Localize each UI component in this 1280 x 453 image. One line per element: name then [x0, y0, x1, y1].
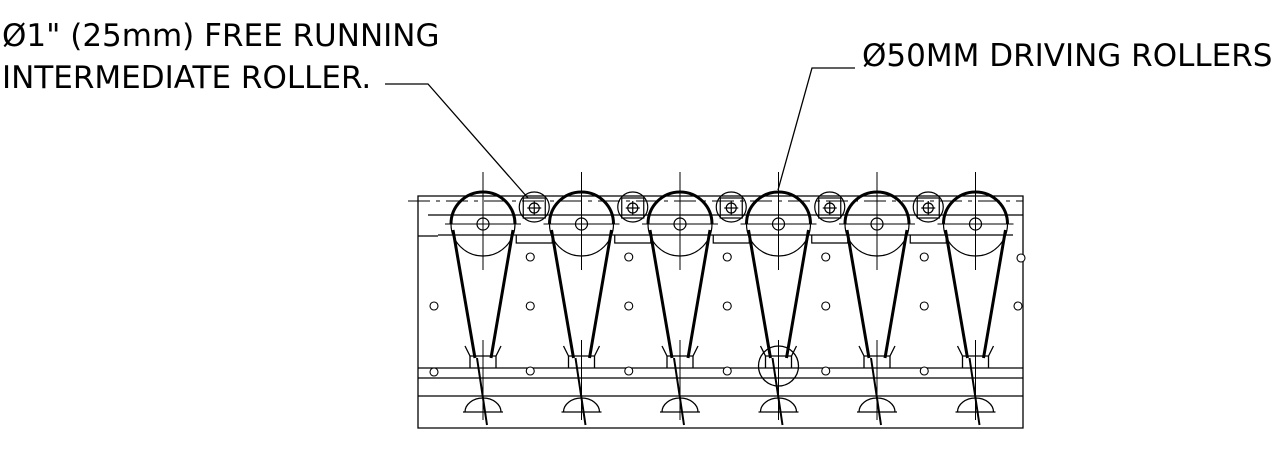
frame-hole: [821, 252, 831, 262]
bracket-slot: [811, 235, 849, 244]
bracket-slot: [614, 235, 652, 244]
frame-hole: [919, 252, 929, 262]
driving-roller-leader: [777, 67, 855, 191]
driving-rollers-callout: Ø50MM DRIVING ROLLERS: [862, 38, 1273, 74]
drive-belts: [451, 229, 1007, 426]
free-roller-leader: [385, 83, 529, 199]
leader-lines: [385, 67, 855, 199]
belt-twist: [870, 357, 882, 426]
roller-bracket: [916, 197, 940, 219]
frame-hole: [429, 367, 439, 377]
pulley-flange: [469, 356, 497, 368]
intermediate-roller: [715, 191, 747, 223]
roller-bracket: [522, 197, 546, 219]
belt-run: [944, 229, 1007, 359]
belt-twist: [476, 357, 488, 426]
frame-hole: [525, 366, 535, 376]
frame-hole: [429, 301, 439, 311]
belt-run: [845, 229, 909, 359]
pulley-flange: [666, 356, 694, 368]
frame-hole: [624, 252, 634, 262]
pulley-flange: [567, 356, 596, 368]
roller-bracket: [621, 197, 645, 219]
intermediate-roller: [912, 191, 944, 223]
belt-run: [550, 229, 613, 359]
belt-twist: [968, 357, 981, 426]
free-roller-callout-line-1: Ø1" (25mm) FREE RUNNING: [2, 18, 440, 54]
bracket-slot: [515, 235, 553, 244]
frame-hole: [821, 366, 831, 376]
frame-hole: [919, 366, 929, 376]
belt-twist: [771, 357, 784, 426]
pulley-flange: [961, 356, 990, 368]
frame-hole: [722, 366, 732, 376]
frame-hole: [722, 301, 732, 311]
frame-hole: [525, 301, 535, 311]
frame-hole: [1016, 253, 1026, 263]
intermediate-roller: [518, 191, 550, 223]
frame-hole: [821, 301, 831, 311]
belt-run: [648, 229, 712, 359]
frame-outline: [417, 195, 1024, 429]
belt-twist: [574, 357, 587, 426]
frame-hole: [722, 252, 732, 262]
frame-hole: [624, 301, 634, 311]
intermediate-roller: [617, 191, 649, 223]
intermediate-rollers: [515, 191, 947, 244]
belt-twist: [673, 357, 685, 426]
roller-bracket: [818, 197, 842, 219]
frame-hole: [624, 366, 634, 376]
pulley-flange: [764, 356, 793, 368]
conveyor-side-frame: [408, 195, 1024, 429]
belt-run: [451, 229, 515, 359]
frame-hole: [919, 301, 929, 311]
frame-holes: [429, 252, 1026, 377]
driving-rollers: [445, 172, 1014, 270]
belt-run: [747, 229, 810, 359]
lower-pulleys: [463, 340, 996, 420]
intermediate-roller: [814, 191, 846, 223]
pulley-flange: [863, 356, 891, 368]
roller-bracket: [719, 197, 743, 219]
bracket-slot: [909, 235, 947, 244]
featured-pulley: [757, 345, 800, 387]
free-roller-callout-line-2: INTERMEDIATE ROLLER.: [2, 60, 372, 96]
frame-hole: [525, 252, 535, 262]
bracket-slot: [712, 235, 750, 244]
frame-hole: [1013, 301, 1023, 311]
